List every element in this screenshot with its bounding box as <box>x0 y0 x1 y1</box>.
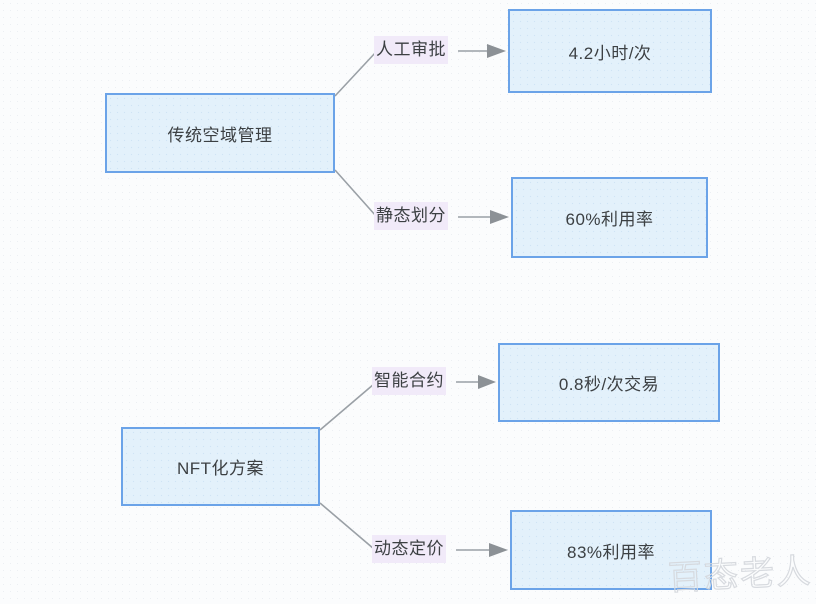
connector-nft-to-dynamic-pricing <box>319 502 375 550</box>
node-label: 0.8秒/次交易 <box>558 375 660 394</box>
edge-label-text: 人工审批 <box>376 40 446 59</box>
edge-label-static-partition[interactable]: 静态划分 <box>374 202 448 230</box>
edge-label-dynamic-pricing[interactable]: 动态定价 <box>372 535 446 563</box>
arrowhead-smart-contract <box>478 375 496 389</box>
edge-label-text: 静态划分 <box>376 206 446 225</box>
node-metric-0-8-seconds-per-transaction[interactable]: 0.8秒/次交易 <box>498 343 720 422</box>
node-metric-83-percent-utilization[interactable]: 83%利用率 <box>510 510 712 590</box>
edge-label-manual-approval[interactable]: 人工审批 <box>374 36 448 64</box>
edge-label-text: 智能合约 <box>374 371 444 390</box>
arrowhead-static-partition <box>490 210 509 224</box>
node-nft-solution[interactable]: NFT化方案 <box>121 427 320 506</box>
edge-label-smart-contract[interactable]: 智能合约 <box>372 367 446 395</box>
node-metric-60-percent-utilization[interactable]: 60%利用率 <box>511 177 708 258</box>
node-label: 传统空域管理 <box>167 125 273 145</box>
edge-label-text: 动态定价 <box>374 539 444 558</box>
connector-traditional-to-static-partition <box>334 169 377 217</box>
node-label: 60%利用率 <box>565 210 654 229</box>
arrowhead-dynamic-pricing <box>489 543 508 557</box>
node-label: 83%利用率 <box>566 542 656 562</box>
arrowhead-manual-approval <box>487 44 506 58</box>
node-traditional-airspace-management[interactable]: 传统空域管理 <box>105 93 335 173</box>
node-metric-4-2-hours-per-time[interactable]: 4.2小时/次 <box>508 9 712 93</box>
node-label: 4.2小时/次 <box>568 43 652 63</box>
connector-nft-to-smart-contract <box>319 383 375 431</box>
connector-traditional-to-manual-approval <box>334 51 377 97</box>
node-label: NFT化方案 <box>176 459 265 478</box>
